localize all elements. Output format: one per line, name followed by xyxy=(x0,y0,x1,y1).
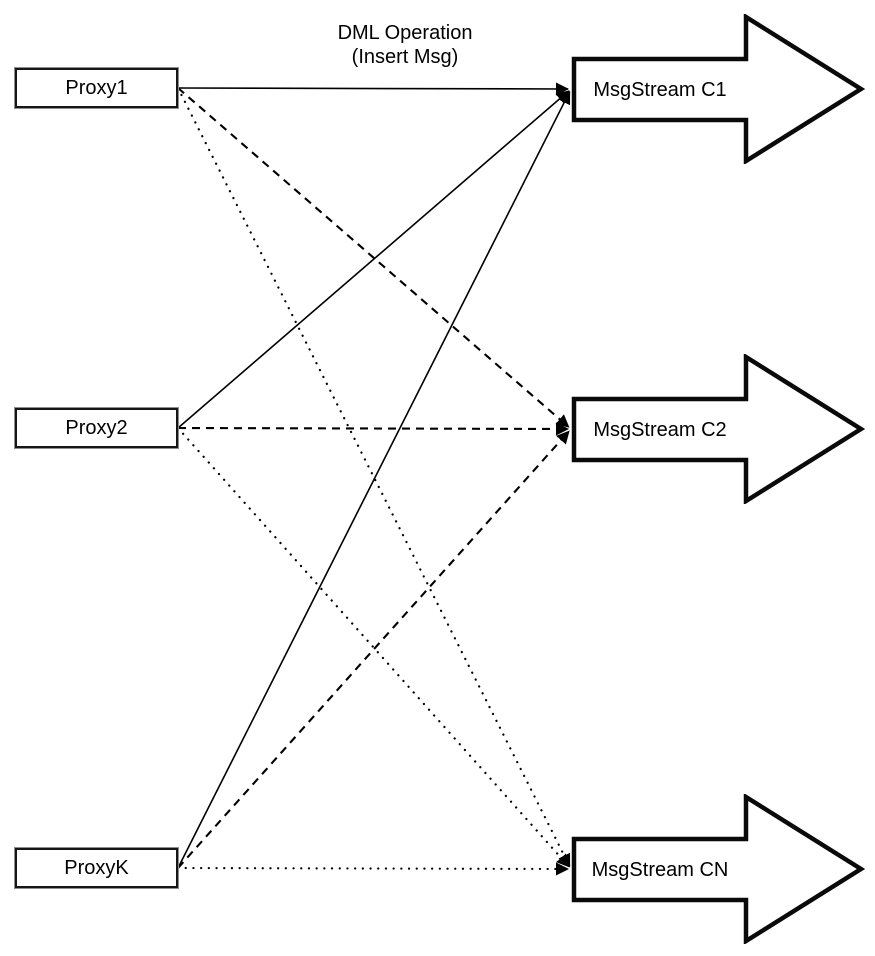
edge-proxy2-to-c2 xyxy=(177,422,569,436)
edge-proxy1-to-c2 xyxy=(177,87,570,428)
big-arrow-shape xyxy=(571,14,865,164)
edge-proxyk-to-c1 xyxy=(177,90,571,869)
dml-operation-label: DML Operation (Insert Msg) xyxy=(275,21,535,69)
edge-proxy1-to-cn xyxy=(176,86,571,868)
proxyk-box: ProxyK xyxy=(15,848,178,888)
msgstream-cn-label: MsgStream CN xyxy=(592,859,729,881)
msgstream-c1-label: MsgStream C1 xyxy=(593,79,726,101)
proxy2-box: Proxy2 xyxy=(15,408,178,448)
proxy2-label: Proxy2 xyxy=(65,416,128,439)
proxyk-label: ProxyK xyxy=(64,856,129,879)
dml-operation-line2: (Insert Msg) xyxy=(351,46,459,68)
big-arrow-shape xyxy=(571,794,865,944)
msgstream-c2-label: MsgStream C2 xyxy=(593,419,726,441)
msgstream-c1-arrow: MsgStream C1 xyxy=(571,14,865,164)
dml-operation-line1: DML Operation xyxy=(337,22,473,44)
msgstream-cn-arrow: MsgStream CN xyxy=(571,794,865,944)
msgstream-c2-arrow: MsgStream C2 xyxy=(571,354,865,504)
big-arrow-shape xyxy=(571,354,865,504)
proxy1-box: Proxy1 xyxy=(15,68,178,108)
edge-proxyk-to-cn xyxy=(176,862,570,876)
edge-proxy1-to-c1 xyxy=(177,82,569,96)
proxy1-label: Proxy1 xyxy=(65,76,128,99)
edge-proxy2-to-c1 xyxy=(177,90,570,429)
